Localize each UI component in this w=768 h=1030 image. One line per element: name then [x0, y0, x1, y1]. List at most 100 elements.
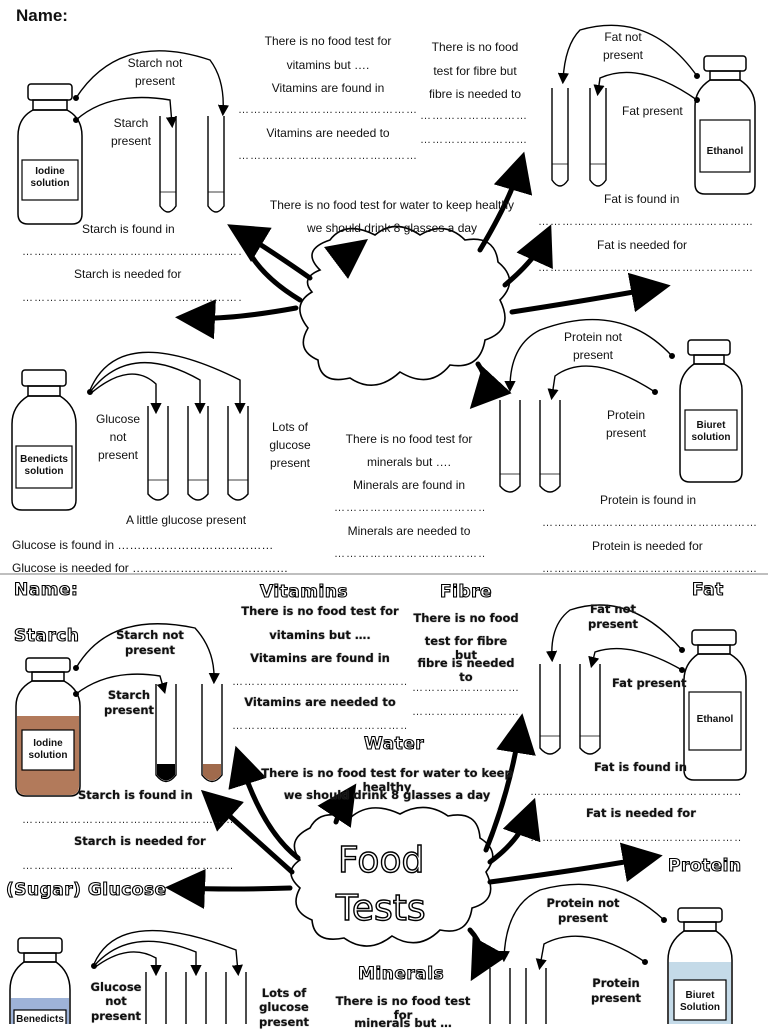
- protein-needed-for-line-top[interactable]: ………………………………………………………………………………: [542, 563, 756, 575]
- fat-tubes-bottom: [539, 664, 601, 755]
- fat-not-present-arrow-top: [557, 24, 698, 85]
- glucose-needed-for-top: Glucose is needed for …………………………………: [12, 561, 289, 575]
- protein-not-present-arrow-top: [504, 318, 673, 393]
- ethanol-bottle-top: [694, 55, 756, 195]
- starch-not-present-arrow-top: [75, 50, 230, 117]
- starch-present-arrow-top: [75, 96, 177, 129]
- protein-present-arrow-bottom: [535, 935, 646, 971]
- glucose-arrow-1-top: [89, 351, 246, 415]
- minerals-line1-top: There is no food test for: [345, 432, 473, 446]
- fibre-line-b-top[interactable]: ………………………………………………………………………………: [420, 134, 528, 146]
- vitamins-line3-bottom: Vitamins are found in: [250, 651, 390, 665]
- fat-found-in-line-bottom[interactable]: ………………………………………………………………………………: [530, 786, 742, 798]
- iodine-bottle-label-bottom: Iodine solution: [28, 738, 68, 761]
- vitamins-needed-line-top[interactable]: ………………………………………………………………………………: [238, 150, 416, 162]
- protein-not-present-arrow-bottom: [498, 883, 665, 963]
- fibre-line3-bottom: fibre is needed to: [417, 656, 515, 684]
- fat-not-present-arrow-bottom: [545, 604, 683, 663]
- starch-present-arrow-bottom: [75, 673, 168, 695]
- biuret-bottle-top: [679, 339, 743, 483]
- heading-protein: Protein: [667, 855, 742, 876]
- heading-minerals: Minerals: [357, 963, 445, 984]
- vitamins-line3-top: Vitamins are found in: [271, 81, 385, 95]
- fibre-line-a-bottom[interactable]: ………………………………………………………………………………: [412, 682, 518, 694]
- glucose-tubes-top: [147, 406, 249, 501]
- fat-tubes-top: [551, 88, 607, 187]
- protein-not-present-label-bottom: Protein not present: [546, 896, 620, 925]
- starch-found-in-line-bottom[interactable]: ………………………………………………………………………………: [22, 814, 232, 826]
- biuret-bottle-label-top: Biuret solution: [691, 420, 731, 443]
- vitamins-line1-top: There is no food test for: [264, 34, 392, 48]
- fat-present-label-bottom: Fat present: [612, 676, 687, 690]
- starch-found-in-top: Starch is found in: [82, 222, 175, 236]
- fibre-line1-bottom: There is no food: [413, 611, 519, 625]
- iodine-bottle-bottom: [15, 657, 81, 797]
- glucose-tubes-bottom: [145, 972, 247, 1024]
- starch-found-in-line-top[interactable]: ………………………………………………………………………………: [22, 246, 242, 258]
- ethanol-bottle-label-top: Ethanol: [706, 146, 744, 157]
- starch-not-present-label-top: Starch not present: [127, 56, 183, 88]
- glucose-arrow-3-top: [89, 373, 162, 415]
- iodine-bottle-label-top: Iodine solution: [30, 166, 70, 189]
- heading-fat: Fat: [691, 579, 724, 600]
- fibre-line-a-top[interactable]: ………………………………………………………………………………: [420, 110, 528, 122]
- protein-found-in-top: Protein is found in: [600, 493, 697, 507]
- vitamins-found-line-top[interactable]: ………………………………………………………………………………: [238, 104, 416, 116]
- fat-needed-for-line-bottom[interactable]: ………………………………………………………………………………: [530, 832, 742, 844]
- water-line1-top: There is no food test for water to keep …: [269, 198, 515, 212]
- water-line1-bottom: There is no food test for water to keep …: [261, 766, 513, 794]
- starch-found-in-bottom: Starch is found in: [78, 788, 193, 802]
- glucose-little-label-top: A little glucose present: [126, 513, 247, 527]
- minerals-needed-top: Minerals are needed to: [347, 524, 471, 538]
- minerals-found-line-top[interactable]: ………………………………………………………………………………: [334, 502, 486, 514]
- fat-found-in-line-top[interactable]: ………………………………………………………………………………: [538, 216, 752, 228]
- vitamins-line2-bottom: vitamins but ….: [269, 628, 371, 642]
- benedicts-bottle-bottom: [9, 937, 71, 1024]
- glucose-arrow-3-bottom: [93, 951, 162, 977]
- glucose-arrow-2-top: [89, 361, 206, 415]
- fibre-line2-bottom: test for fibre but: [424, 634, 508, 662]
- protein-tubes-bottom: [489, 968, 547, 1024]
- name-label-bottom: Name:: [13, 579, 79, 600]
- vitamins-needed-line-bottom[interactable]: ………………………………………………………………………………: [232, 720, 408, 732]
- starch-needed-for-line-bottom[interactable]: ………………………………………………………………………………: [22, 860, 232, 872]
- fat-present-label-top: Fat present: [622, 104, 683, 118]
- title-tests: Tests: [335, 887, 426, 929]
- fibre-line-b-bottom[interactable]: ………………………………………………………………………………: [412, 706, 518, 718]
- protein-needed-for-top: Protein is needed for: [592, 539, 703, 553]
- vitamins-line1-bottom: There is no food test for: [241, 604, 399, 618]
- minerals-line1-bottom: There is no food test for: [335, 994, 471, 1022]
- fat-not-present-label-top: Fat not present: [602, 30, 644, 62]
- vitamins-found-line-bottom[interactable]: ………………………………………………………………………………: [232, 676, 408, 688]
- fibre-line1-top: There is no food: [431, 40, 519, 54]
- starch-tubes-top: [159, 116, 225, 213]
- benedicts-bottle-label-top: Benedicts solution: [20, 454, 68, 477]
- minerals-needed-line-top[interactable]: ………………………………………………………………………………: [334, 548, 486, 560]
- starch-not-present-label-bottom: Starch not present: [116, 628, 184, 657]
- fibre-line3-top: fibre is needed to: [428, 87, 522, 101]
- starch-needed-for-line-top[interactable]: ………………………………………………………………………………: [22, 292, 242, 304]
- iodine-bottle-top: [17, 83, 83, 225]
- protein-found-in-line-top[interactable]: ………………………………………………………………………………: [542, 517, 756, 529]
- glucose-lots-label-top: Lots of glucose present: [269, 420, 311, 470]
- glucose-not-present-label-top: Glucose not present: [95, 412, 141, 462]
- vitamins-line2-top: vitamins but ….: [286, 58, 370, 72]
- fat-not-present-label-bottom: Fat not present: [588, 602, 639, 631]
- fat-found-in-bottom: Fat is found in: [594, 760, 687, 774]
- protein-present-label-bottom: Protein present: [590, 976, 642, 1005]
- starch-present-label-bottom: Starch present: [103, 688, 155, 717]
- benedicts-bottle-top: [11, 369, 77, 511]
- protein-present-label-top: Protein present: [605, 408, 647, 440]
- title-food: Food: [337, 839, 425, 881]
- fat-needed-for-line-top[interactable]: ………………………………………………………………………………: [538, 262, 752, 274]
- fat-present-arrow-bottom: [588, 647, 683, 671]
- protein-not-present-label-top: Protein not present: [563, 330, 623, 362]
- heading-fibre: Fibre: [439, 581, 493, 602]
- fat-needed-for-top: Fat is needed for: [597, 238, 688, 252]
- heading-vitamins: Vitamins: [259, 581, 349, 602]
- minerals-line2-top: minerals but ….: [366, 455, 452, 469]
- biuret-bottle-bottom: [667, 907, 733, 1024]
- glucose-arrow-1-bottom: [93, 929, 243, 977]
- fat-present-arrow-top: [593, 71, 698, 101]
